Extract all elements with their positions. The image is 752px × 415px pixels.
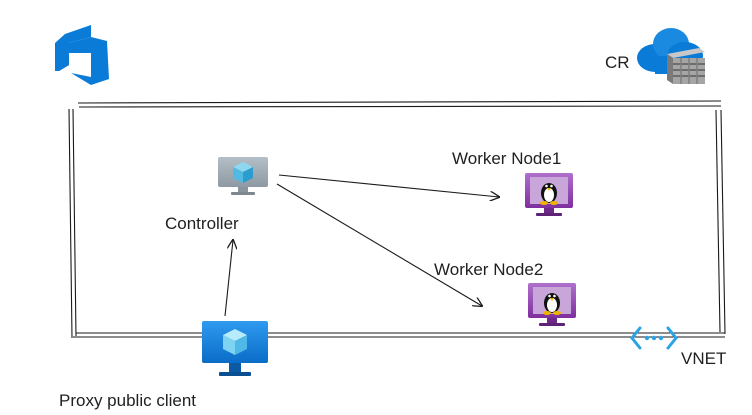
proxy-vm-icon [202, 321, 268, 376]
proxy-label: Proxy public client [59, 391, 197, 410]
arrow-controller-to-worker2 [276, 183, 482, 306]
azure-devops-icon [55, 25, 109, 85]
worker2-label: Worker Node2 [434, 260, 544, 279]
container-registry-icon [637, 28, 705, 84]
connections [224, 174, 499, 317]
container-registry-label: CR [605, 53, 630, 72]
worker2-linux-vm-icon [528, 283, 576, 326]
worker1-label: Worker Node1 [452, 149, 562, 168]
worker1-linux-vm-icon [525, 173, 573, 216]
vnet-boundary [68, 100, 726, 339]
controller-vm-icon [218, 157, 268, 195]
vnet-label: VNET [681, 349, 727, 368]
vnet-icon [630, 326, 678, 350]
controller-label: Controller [165, 214, 239, 233]
arrow-controller-to-worker1 [278, 174, 499, 197]
arrow-proxy-to-controller [224, 240, 233, 317]
